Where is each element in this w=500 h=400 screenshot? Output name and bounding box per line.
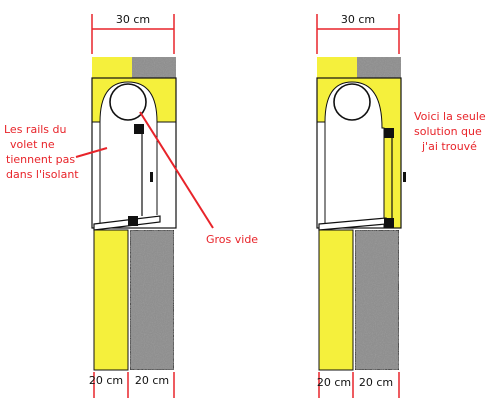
right-top-masonry: [357, 57, 401, 78]
left-detail: [91, 57, 177, 371]
left-top-masonry: [132, 57, 176, 78]
left-note: Les rails du volet ne tiennent pas dans …: [4, 123, 79, 181]
left-top-insulation: [92, 57, 132, 78]
left-note-line: dans l'isolant: [6, 168, 79, 181]
left-box-insulation: [91, 77, 177, 123]
right-note-line: Voici la seule: [414, 110, 486, 123]
right-wall-insulation: [318, 229, 354, 371]
left-roller: [109, 83, 147, 121]
left-note-line: tiennent pas: [6, 153, 75, 166]
right-bottom-width-a: 20 cm: [317, 376, 351, 389]
right-note-line: solution que: [414, 125, 482, 138]
right-note: Voici la seule solution que j'ai trouvé: [414, 110, 486, 153]
right-rail: [384, 128, 394, 138]
right-detail: [316, 57, 406, 371]
left-bottom-width-b: 20 cm: [135, 374, 169, 387]
left-note-pointer: [75, 147, 108, 158]
right-bottom-width-b: 20 cm: [359, 376, 393, 389]
right-wall-masonry: [354, 229, 400, 371]
right-shutter-box: [316, 77, 402, 229]
left-bottom-width-a: 20 cm: [89, 374, 123, 387]
gros-vide-pointer: [139, 111, 214, 229]
left-wall-insulation: [93, 229, 129, 371]
right-sill-block: [384, 218, 394, 228]
right-top-width-label: 30 cm: [341, 13, 375, 26]
right-top-insulation: [317, 57, 357, 78]
left-wall-masonry: [129, 229, 175, 371]
right-handle: [403, 172, 406, 182]
right-note-line: j'ai trouvé: [421, 140, 477, 153]
left-note-line: Les rails du: [4, 123, 67, 136]
left-sill-block: [128, 216, 138, 226]
left-top-width-label: 30 cm: [116, 13, 150, 26]
left-handle: [150, 172, 153, 182]
gros-vide-label: Gros vide: [206, 233, 258, 246]
right-dimensions: [316, 14, 400, 398]
left-note-line: volet ne: [10, 138, 55, 151]
left-dimensions: [91, 14, 175, 398]
left-rail: [134, 124, 144, 134]
right-roller: [333, 83, 371, 121]
